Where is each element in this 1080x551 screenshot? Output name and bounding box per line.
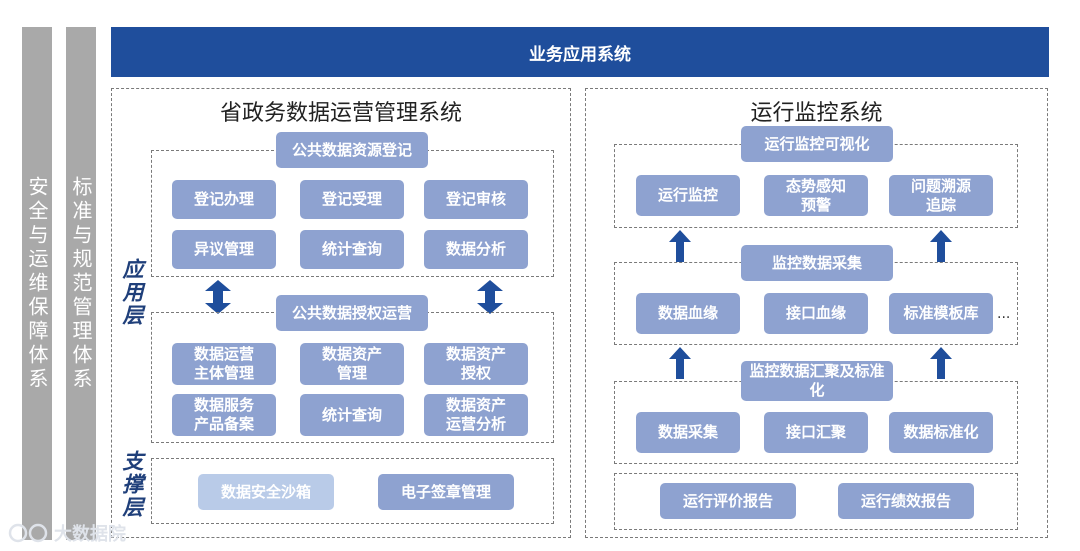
registry-item: 数据分析 [424,230,528,269]
right-panel [585,88,1048,538]
banner-title: 业务应用系统 [529,44,631,65]
collect-header: 监控数据采集 [741,245,893,281]
aggregate-header: 监控数据汇聚及标准化 [741,361,893,401]
up-arrow-icon [930,230,952,262]
registry-item: 异议管理 [172,230,276,269]
standards-bar: 标准与规范管理体系 [66,27,96,540]
business-app-banner: 业务应用系统 [111,27,1049,77]
aggregate-item: 数据标准化 [889,412,993,453]
collect-item: 接口血缘 [764,293,868,334]
viz-header: 运行监控可视化 [741,126,893,162]
collect-item: 标准模板库 [889,293,993,334]
auth-item: 数据资产管理 [300,343,404,385]
layer-support-label: 支撑层 [120,450,144,519]
double-arrow-icon [477,280,503,314]
viz-item: 态势感知预警 [764,175,868,216]
registry-header: 公共数据资源登记 [276,132,428,168]
watermark-icon [8,523,48,543]
auth-item: 数据资产运营分析 [424,394,528,436]
registry-item: 统计查询 [300,230,404,269]
standards-label: 标准与规范管理体系 [69,175,93,392]
report-item: 运行绩效报告 [838,483,974,519]
more-ellipsis: ... [997,306,1011,322]
up-arrow-icon [669,230,691,262]
auth-item: 数据运营主体管理 [172,343,276,385]
auth-item: 统计查询 [300,394,404,436]
security-sandbox: 数据安全沙箱 [198,474,334,510]
registry-item: 登记审核 [424,180,528,219]
registry-item: 登记办理 [172,180,276,219]
watermark-logo: 大数据院 [8,520,126,546]
auth-item: 数据资产授权 [424,343,528,385]
aggregate-item: 接口汇聚 [764,412,868,453]
e-signature-management: 电子签章管理 [378,474,514,510]
auth-item: 数据服务产品备案 [172,394,276,436]
watermark-text: 大数据院 [54,524,126,545]
support-section [151,458,554,524]
security-ops-bar: 安全与运维保障体系 [22,27,52,540]
double-arrow-icon [205,280,231,314]
collect-item: 数据血缘 [636,293,740,334]
auth-header: 公共数据授权运营 [276,295,428,331]
up-arrow-icon [930,347,952,379]
registry-item: 登记受理 [300,180,404,219]
viz-item: 运行监控 [636,175,740,216]
reports-section [614,473,1018,530]
up-arrow-icon [669,347,691,379]
security-ops-label: 安全与运维保障体系 [25,175,49,392]
left-panel-title: 省政务数据运营管理系统 [219,101,462,126]
right-panel-title: 运行监控系统 [750,101,883,126]
report-item: 运行评价报告 [660,483,796,519]
aggregate-item: 数据采集 [636,412,740,453]
viz-item: 问题溯源追踪 [889,175,993,216]
left-panel [111,88,571,538]
layer-app-label: 应用层 [120,258,144,327]
